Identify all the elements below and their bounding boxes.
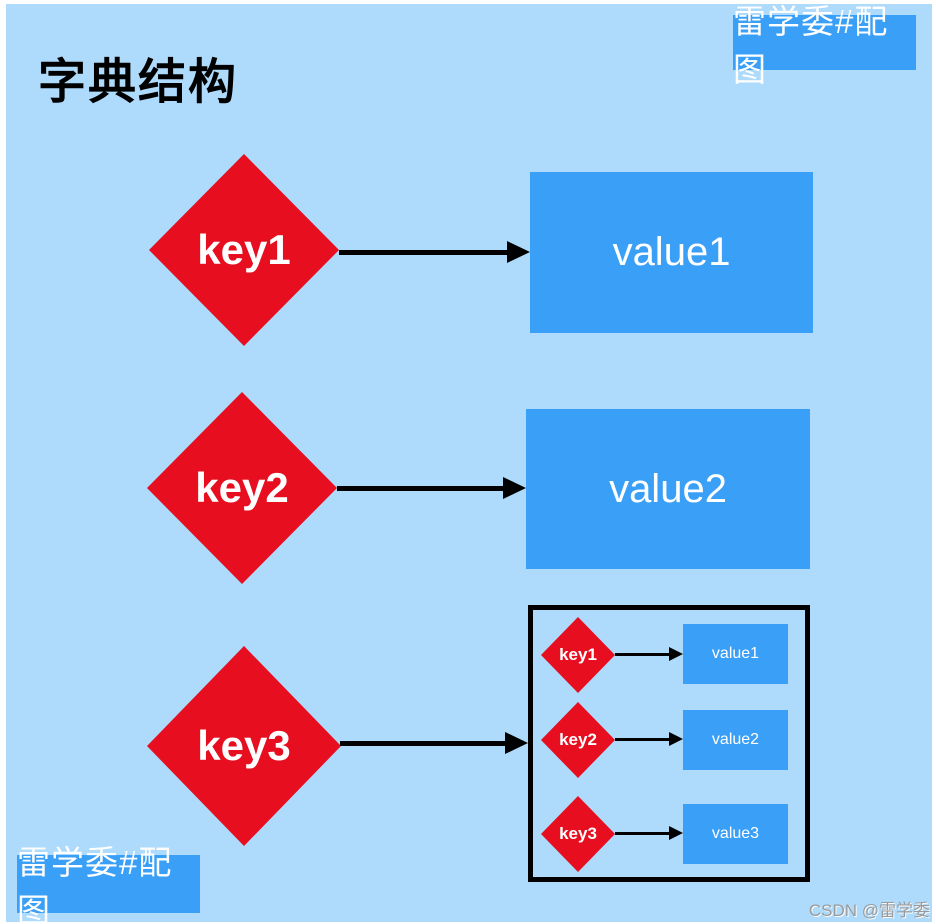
nested-dict-box [528,605,810,882]
nested-key1-label: key1 [559,645,597,664]
arrow-head-row2-icon [503,477,526,499]
nested-arrow-line-1 [615,653,671,656]
nested-value2-label: value2 [711,731,760,748]
value2-label: value2 [609,466,727,511]
author-badge-bottom: 雷学委#配图 [17,844,200,924]
page-title: 字典结构 [38,56,239,109]
value1-box: value1 [530,172,813,333]
nested-value3-box: value3 [683,804,788,864]
csdn-watermark: CSDN @雷学委 [808,901,930,920]
arrow-head-row1-icon [507,241,530,263]
nested-arrow-line-3 [615,832,671,835]
nested-value1-box: value1 [683,624,788,684]
nested-value2-box: value2 [683,710,788,770]
nested-key3-label: key3 [559,824,597,843]
nested-key2-label: key2 [559,730,597,749]
nested-arrow-head-3-icon [669,826,683,840]
nested-arrow-head-2-icon [669,732,683,746]
nested-value3-label: value3 [711,825,760,842]
author-badge-bottom-label: 雷学委#配图 [17,844,173,924]
arrow-line-row2 [337,486,503,491]
author-badge-top-label: 雷学委#配图 [733,2,889,88]
arrow-head-row3-icon [505,732,528,754]
nested-arrow-line-2 [615,738,671,741]
nested-value1-label: value1 [711,645,760,662]
value1-label: value1 [612,230,731,274]
nested-arrow-head-1-icon [669,647,683,661]
arrow-line-row3 [340,741,505,746]
key3-label: key3 [197,722,291,769]
arrow-line-row1 [339,250,509,255]
author-badge-top: 雷学委#配图 [733,3,916,88]
value2-box: value2 [526,409,810,569]
key1-label: key1 [197,226,291,273]
key2-label: key2 [195,464,289,511]
